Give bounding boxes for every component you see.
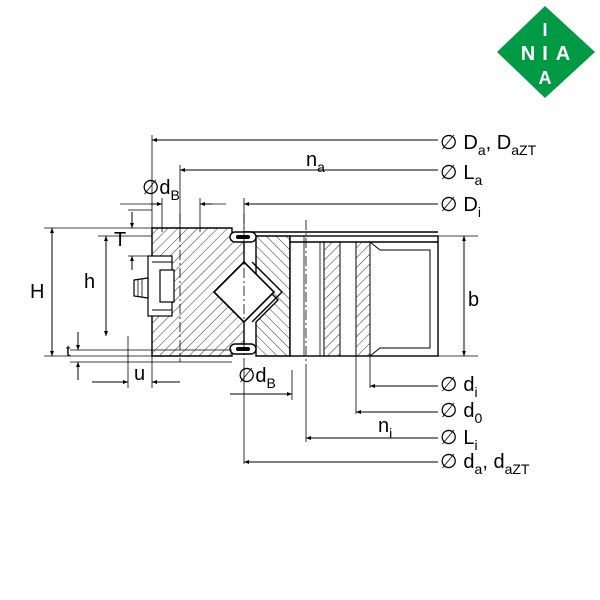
label-Li: ∅Li [440, 427, 478, 453]
label-na: na [306, 149, 325, 175]
label-Da: ∅Da, DaZT [440, 132, 537, 158]
label-t: t [66, 343, 71, 360]
label-di: ∅di [440, 374, 478, 400]
label-dB-bottom: ∅dB [238, 365, 276, 391]
label-H: H [30, 281, 44, 303]
label-b: b [468, 289, 479, 311]
left-dimensions [44, 209, 232, 388]
label-dB-top: ∅dB [142, 177, 180, 203]
ina-logo: I N I A A [497, 6, 595, 98]
label-La: ∅La [440, 162, 483, 188]
bottom-dimensions [230, 356, 438, 464]
grease-nipple [133, 255, 175, 317]
logo-letter-n: N [521, 43, 535, 65]
logo-letter-a2: A [539, 68, 552, 88]
label-d0: ∅d0 [440, 400, 483, 426]
bearing-section [133, 214, 439, 366]
logo-diamond [497, 6, 595, 98]
label-u: u [134, 363, 145, 385]
logo-letter-i: I [542, 20, 547, 40]
label-ni: ni [378, 415, 392, 441]
label-da: ∅da, daZT [440, 451, 530, 477]
top-dimensions [120, 135, 438, 240]
logo-letter-i2: I [542, 43, 548, 65]
logo-letter-a: A [556, 43, 570, 65]
label-Di: ∅Di [440, 194, 481, 220]
label-T: T [114, 229, 126, 251]
right-dimensions [438, 235, 478, 357]
label-h: h [84, 271, 95, 293]
